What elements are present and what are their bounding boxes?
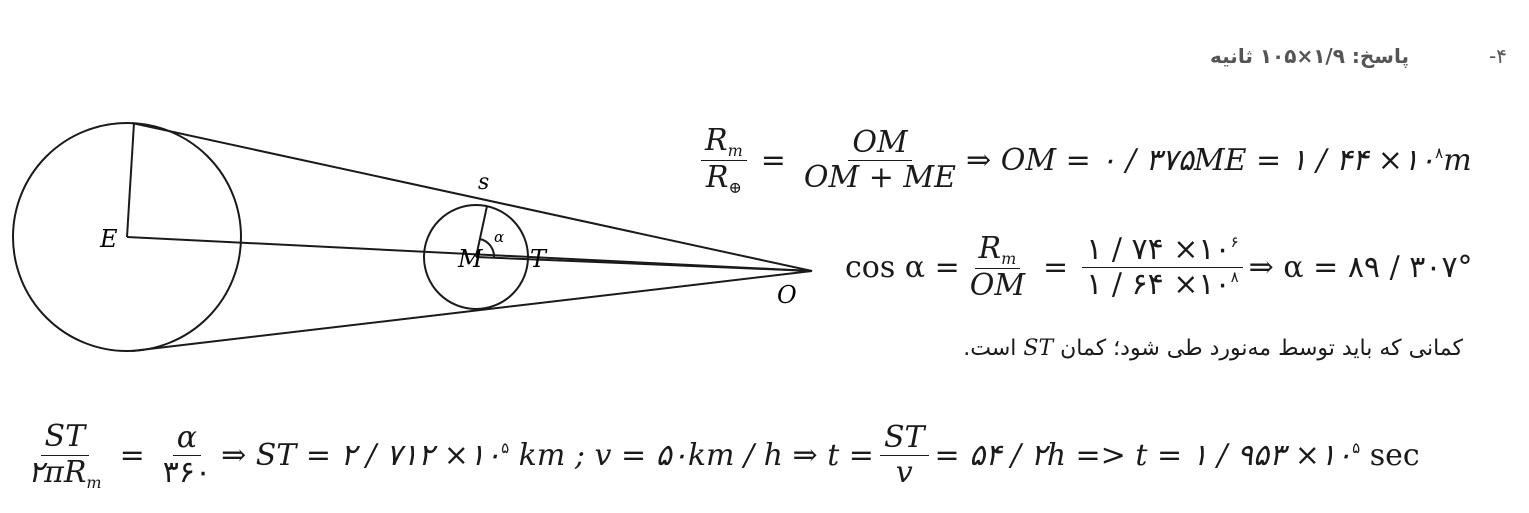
answer-value: ۱/۹×۱۰۵ ثانیه — [1210, 44, 1345, 68]
eq1-frac-left: Rm R⊕ — [701, 123, 747, 198]
line-M-O — [475, 256, 813, 272]
answer-label: پاسخ: — [1351, 44, 1409, 68]
eq2-frac-1: Rm OM — [969, 231, 1026, 304]
label-O: O — [777, 281, 797, 309]
eq1-result: ⇒ OM = ۰ / ۳۷۵ME = ۱ / ۴۴ ×۱۰۸m — [966, 143, 1472, 179]
eq1-frac-right: OM OM + ME — [803, 124, 957, 196]
label-M: M — [457, 245, 484, 273]
eq3-mid: ⇒ ST = ۲ / ۷۱۲ ×۱۰۵ km ; v = ۵۰km / h ⇒ … — [221, 438, 874, 474]
arc-note: کمانی که باید توسط مه‌نورد طی شود؛ کمان … — [963, 336, 1463, 361]
eq2-cos: cos α = — [845, 250, 960, 286]
equation-1: Rm R⊕ = OM OM + ME ⇒ OM = ۰ / ۳۷۵ME = ۱ … — [695, 123, 1472, 198]
tangent-bottom — [131, 270, 813, 352]
label-T: T — [530, 245, 548, 273]
eq3-frac-2: α ۳۶۰ — [162, 419, 212, 491]
earth-circle — [12, 122, 242, 352]
eq2-frac-2: ۱ / ۷۴ ×۱۰۶ ۱ / ۶۴ ×۱۰۸ — [1082, 232, 1243, 303]
moon-radius — [475, 205, 488, 258]
alpha-arc — [479, 238, 496, 258]
label-E: E — [99, 225, 118, 253]
earth-radius — [126, 122, 135, 238]
equation-2: cos α = Rm OM = ۱ / ۷۴ ×۱۰۶ ۱ / ۶۴ ×۱۰۸ … — [845, 231, 1473, 304]
eq2-result: ⇒ α = ۸۹ / ۳۰۷° — [1248, 250, 1473, 286]
equation-3: ST ۲πRm = α ۳۶۰ ⇒ ST = ۲ / ۷۱۲ ×۱۰۵ km ;… — [18, 419, 1420, 492]
eq3-frac-1: ST ۲πRm — [28, 419, 102, 492]
label-s: s — [478, 170, 489, 195]
tangent-top — [131, 122, 813, 272]
geometry-figure: E M T O s α — [12, 122, 813, 352]
label-alpha: α — [494, 228, 504, 246]
eq3-end: = ۵۴ / ۲h => t = ۱ / ۹۵۳ ×۱۰۵ sec — [934, 438, 1420, 474]
answer-line: پاسخ: ۱/۹×۱۰۵ ثانیه — [1210, 44, 1409, 68]
eq3-frac-3: ST v — [879, 420, 929, 491]
problem-number: ۴- — [1489, 44, 1507, 68]
